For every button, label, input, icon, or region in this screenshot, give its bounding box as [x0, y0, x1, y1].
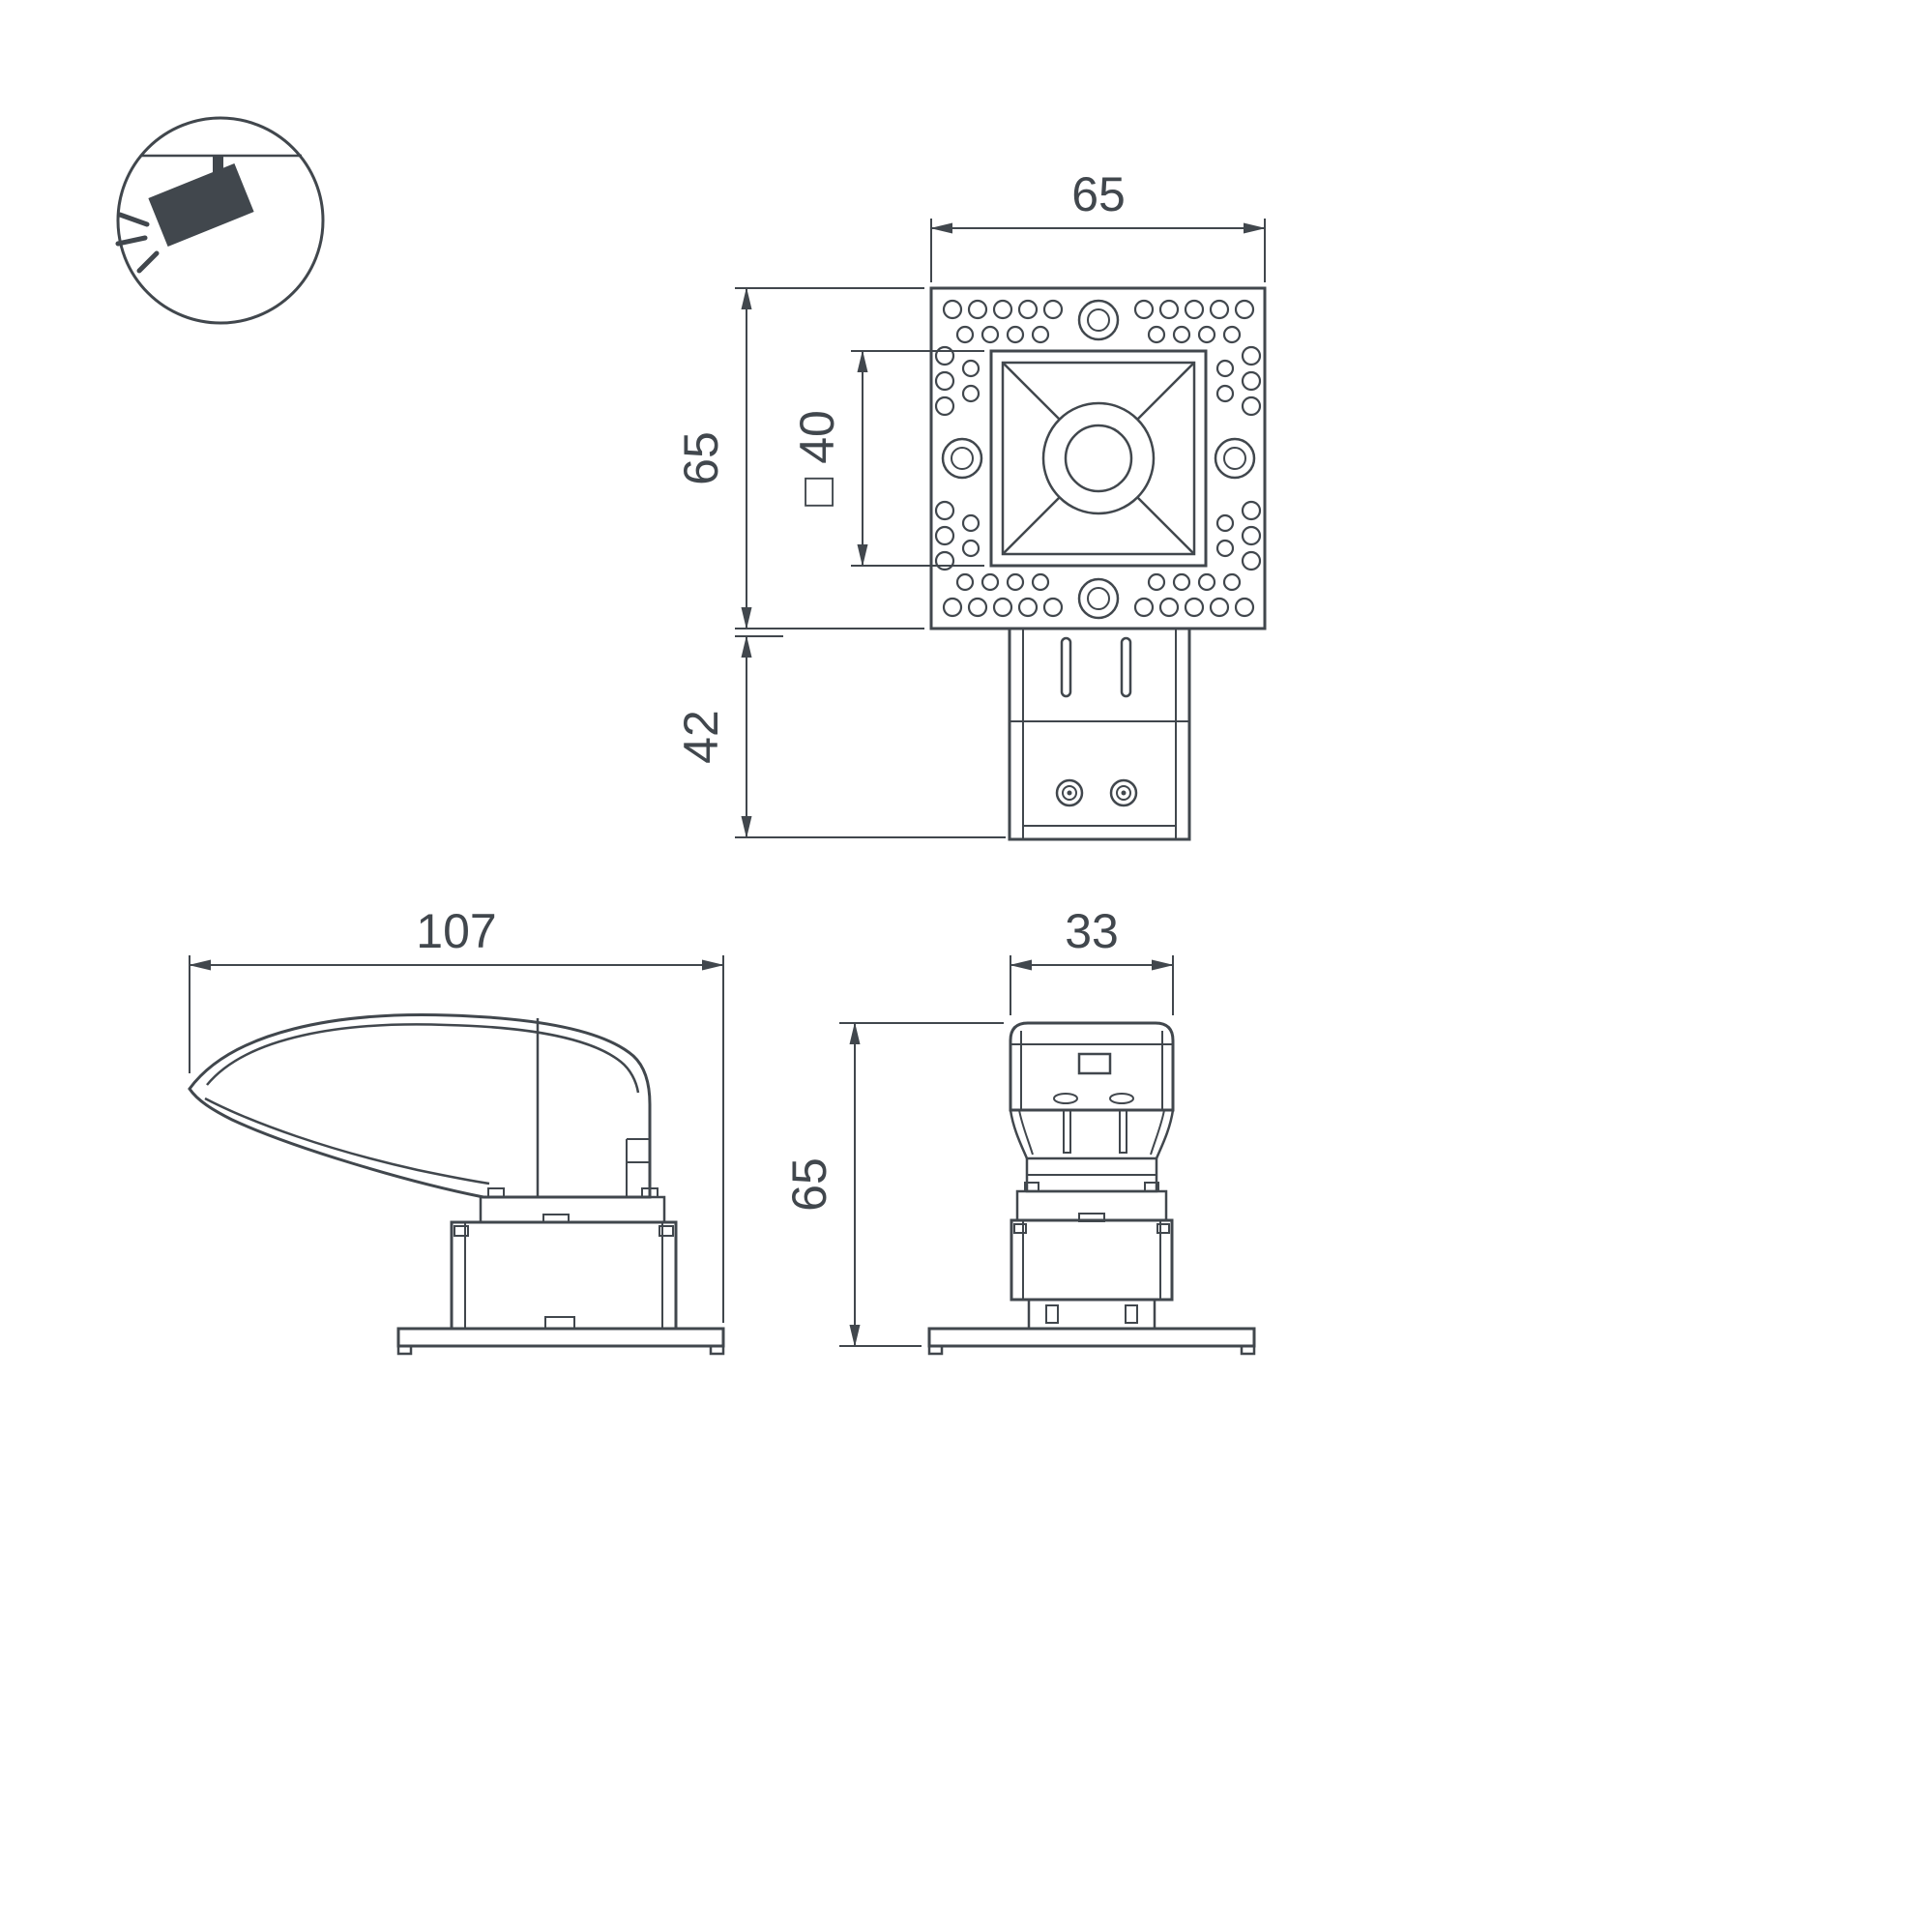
decor-hole [1241, 525, 1262, 546]
screw-hole-top [1077, 299, 1120, 341]
decor-hole [934, 395, 955, 417]
decor-hole [1209, 597, 1230, 618]
dim-label-cutout: □ 40 [790, 410, 844, 507]
decor-hole [934, 525, 955, 546]
decor-hole [934, 550, 955, 571]
decor-hole [1147, 325, 1166, 344]
screw-hole-right [1214, 437, 1256, 480]
dim-label-front-height: 65 [674, 431, 728, 485]
decor-hole [1184, 597, 1205, 618]
decor-hole [1215, 384, 1235, 403]
decor-hole [967, 299, 988, 320]
decor-hole [992, 597, 1013, 618]
decor-hole [1042, 597, 1064, 618]
decor-hole [961, 513, 981, 533]
decor-hole [1241, 550, 1262, 571]
decor-hole [961, 384, 981, 403]
screw-hole-bottom [1077, 577, 1120, 620]
flange [396, 1327, 725, 1348]
rear-view [927, 1021, 1256, 1356]
screw-hole-left [941, 437, 983, 480]
decor-hole [981, 572, 1000, 592]
decor-hole [1017, 597, 1039, 618]
decor-hole [961, 359, 981, 378]
front-view [929, 286, 1267, 841]
decor-hole [1133, 299, 1155, 320]
dim-mount-depth: 42 [674, 635, 1006, 838]
dim-front-height: 65 [674, 287, 924, 629]
dim-label-side-length: 107 [416, 904, 496, 958]
led-ring [1041, 401, 1156, 515]
led-lens [1064, 424, 1133, 493]
track-spotlight-icon [115, 154, 302, 274]
decor-hole [955, 572, 975, 592]
decor-hole [1006, 572, 1025, 592]
decor-hole [942, 299, 963, 320]
side-view [188, 1013, 725, 1356]
decor-hole [1222, 325, 1242, 344]
dim-side-length: 107 [189, 904, 724, 1323]
decor-hole [955, 325, 975, 344]
trim-collar-rear [1015, 1189, 1168, 1222]
decor-hole [1209, 299, 1230, 320]
dim-label-mount-depth: 42 [674, 710, 728, 764]
lamp-head-profile [188, 1013, 652, 1199]
flange-rear [927, 1327, 1256, 1348]
decor-hole [1234, 299, 1255, 320]
decor-hole [934, 500, 955, 521]
decor-hole [1241, 370, 1262, 392]
decor-hole [1215, 359, 1235, 378]
dim-label-rear-width: 33 [1065, 904, 1119, 958]
dim-cutout: □ 40 [790, 350, 984, 567]
track-spotlight-badge [115, 116, 325, 325]
badge-circle [116, 116, 325, 325]
decor-hole [981, 325, 1000, 344]
decor-hole [1133, 597, 1155, 618]
decor-hole [967, 597, 988, 618]
dim-overall-height: 65 [782, 1022, 1004, 1347]
decor-hole [961, 539, 981, 558]
trim-collar [479, 1195, 666, 1224]
dim-label-front-width: 65 [1071, 167, 1126, 221]
plate-perforations [934, 299, 1262, 618]
decor-hole [1241, 345, 1262, 366]
decor-hole [992, 299, 1013, 320]
decor-hole [1147, 572, 1166, 592]
decor-hole [934, 370, 955, 392]
head-back [1009, 1021, 1175, 1112]
dim-front-width: 65 [930, 167, 1266, 282]
decor-hole [1215, 539, 1235, 558]
bracket-screw-right [1109, 778, 1138, 807]
cable-latch [1077, 1052, 1112, 1075]
mounting-bracket [1008, 627, 1191, 841]
decor-hole [1031, 572, 1050, 592]
dim-rear-width: 33 [1010, 904, 1174, 1015]
dim-label-overall-height: 65 [782, 1157, 836, 1212]
decor-hole [1172, 572, 1191, 592]
bracket-screw-left [1055, 778, 1084, 807]
decor-hole [1158, 299, 1180, 320]
decor-hole [1006, 325, 1025, 344]
decor-hole [1184, 299, 1205, 320]
decor-hole [1158, 597, 1180, 618]
decor-hole [1042, 299, 1064, 320]
decor-hole [1172, 325, 1191, 344]
decor-hole [1031, 325, 1050, 344]
decor-hole [934, 345, 955, 366]
recessed-can-rear [1010, 1218, 1174, 1302]
decor-hole [1241, 395, 1262, 417]
decor-hole [1017, 299, 1039, 320]
recessed-can [450, 1220, 678, 1331]
decor-hole [1197, 325, 1216, 344]
decor-hole [1197, 572, 1216, 592]
decor-hole [1215, 513, 1235, 533]
decor-hole [1234, 597, 1255, 618]
decor-hole [942, 597, 963, 618]
dimensions: 65 65 □ 40 42 107 [189, 167, 1266, 1347]
decor-hole [1241, 500, 1262, 521]
decor-hole [1222, 572, 1242, 592]
square-bezel [989, 349, 1208, 568]
